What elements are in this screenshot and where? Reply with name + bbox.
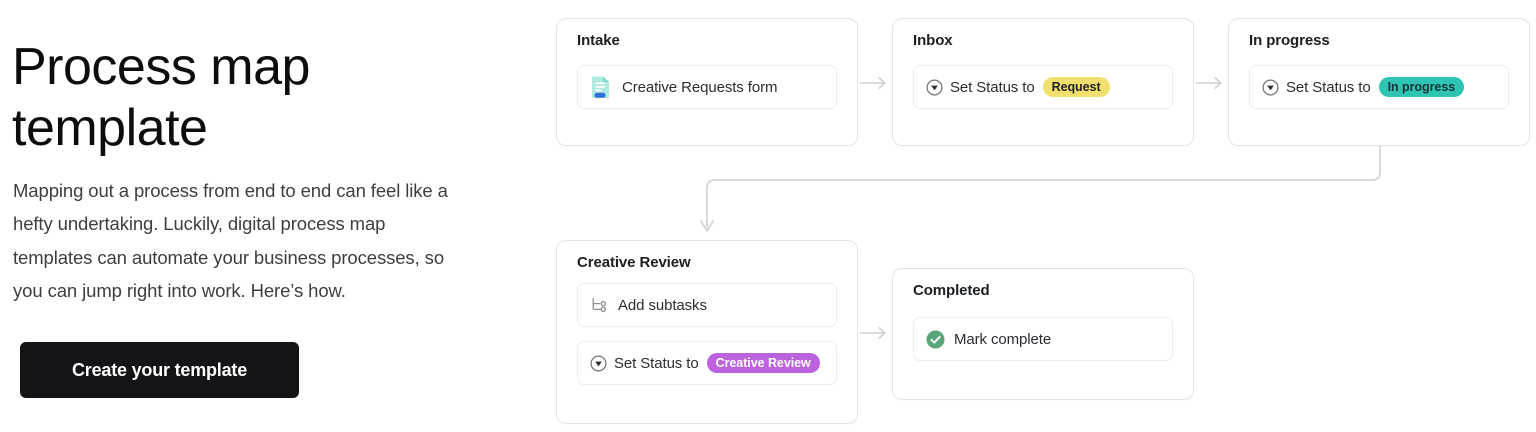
row-label: Add subtasks — [618, 296, 707, 314]
connector-creative-review-to-completed — [860, 327, 886, 339]
form-document-icon — [590, 75, 612, 99]
row-set-status-creative-review[interactable]: Set Status to Creative Review — [577, 341, 837, 385]
card-title-in-progress: In progress — [1249, 32, 1330, 49]
row-label: Set Status to — [614, 354, 699, 372]
dropdown-circle-icon — [1262, 78, 1279, 96]
status-badge-in-progress: In progress — [1378, 77, 1465, 97]
card-intake[interactable]: Intake Creative Requests form — [556, 18, 858, 146]
create-your-template-button[interactable]: Create your template — [20, 342, 299, 398]
card-creative-review[interactable]: Creative Review Add subtasks Set Status … — [556, 240, 858, 424]
status-badge-creative-review: Creative Review — [706, 353, 820, 373]
status-badge-request: Request — [1042, 77, 1110, 97]
intro-panel: Process map template Mapping out a proce… — [10, 0, 480, 432]
row-set-status-request[interactable]: Set Status to Request — [913, 65, 1173, 109]
row-mark-complete[interactable]: Mark complete — [913, 317, 1173, 361]
row-label: Set Status to — [950, 78, 1035, 96]
card-in-progress[interactable]: In progress Set Status to In progress — [1228, 18, 1530, 146]
row-label: Mark complete — [954, 330, 1052, 348]
dropdown-circle-icon — [590, 354, 607, 372]
connector-inbox-to-in-progress — [1196, 77, 1222, 89]
connector-in-progress-to-creative-review — [700, 143, 1381, 232]
row-add-subtasks[interactable]: Add subtasks — [577, 283, 837, 327]
subtask-icon — [590, 296, 608, 314]
page-title: Process map template — [12, 37, 310, 157]
check-circle-icon — [926, 330, 945, 349]
card-title-intake: Intake — [577, 32, 620, 49]
row-label: Set Status to — [1286, 78, 1371, 96]
row-label: Creative Requests form — [622, 78, 778, 96]
card-completed[interactable]: Completed Mark complete — [892, 268, 1194, 400]
connector-intake-to-inbox — [860, 77, 886, 89]
dropdown-circle-icon — [926, 78, 943, 96]
card-inbox[interactable]: Inbox Set Status to Request — [892, 18, 1194, 146]
card-title-inbox: Inbox — [913, 32, 953, 49]
card-title-completed: Completed — [913, 282, 990, 299]
row-creative-requests-form[interactable]: Creative Requests form — [577, 65, 837, 109]
row-set-status-in-progress[interactable]: Set Status to In progress — [1249, 65, 1509, 109]
card-title-creative-review: Creative Review — [577, 254, 691, 271]
page-description: Mapping out a process from end to end ca… — [13, 179, 448, 302]
